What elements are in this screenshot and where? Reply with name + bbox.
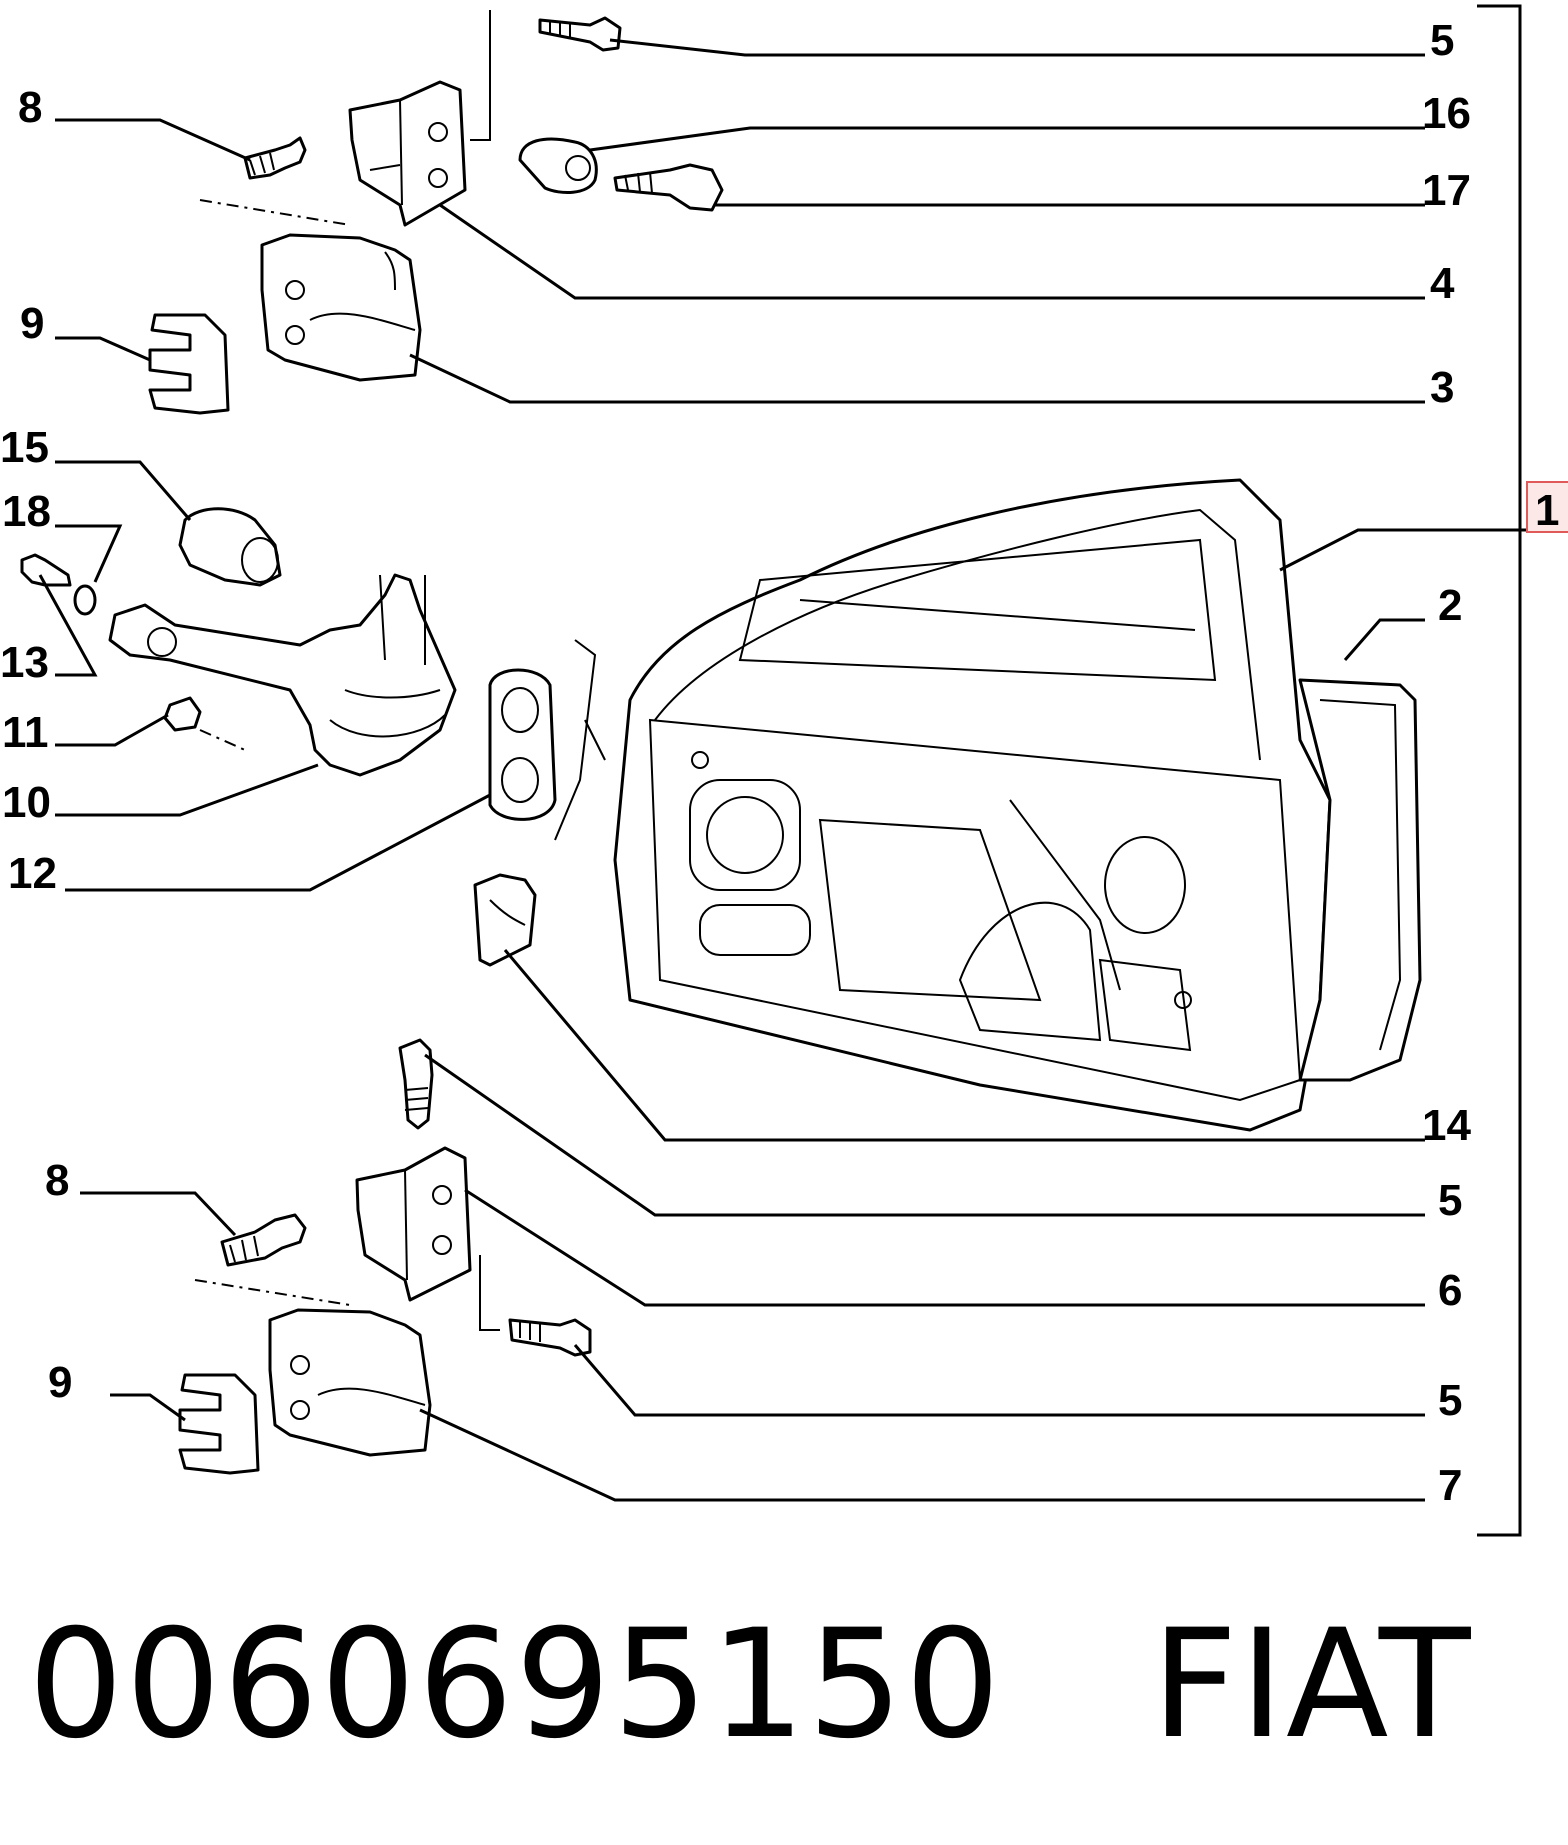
callout-8-low: 8 (45, 1156, 69, 1205)
assembly-bracket (1477, 4, 1522, 1537)
axis-line-nut (199, 729, 246, 751)
callout-3: 3 (1430, 363, 1454, 412)
callout-12: 12 (8, 849, 57, 898)
hinge-plate-lower (355, 1146, 472, 1302)
callout-5-top: 5 (1430, 16, 1454, 65)
shim-plate-upper (148, 313, 230, 415)
callout-9-top: 9 (20, 299, 44, 348)
guide-line-low (479, 1255, 500, 1331)
axis-line-lower (194, 1279, 351, 1306)
exploded-parts-diagram: 5 16 17 4 3 8 9 15 18 13 11 10 12 1 2 14… (0, 4, 1568, 1537)
callout-4: 4 (1430, 259, 1455, 308)
door-shell (613, 478, 1332, 1132)
rubber-plug (178, 507, 282, 587)
callout-14: 14 (1422, 1101, 1471, 1150)
screw-low (508, 1318, 592, 1357)
callout-1: 1 (1535, 486, 1559, 535)
rivet-nut (518, 137, 598, 194)
axis-line-upper (199, 199, 351, 226)
callout-10: 10 (2, 778, 51, 827)
grommet (488, 668, 557, 821)
leader-lines (38, 38, 1560, 1502)
washer (73, 584, 97, 616)
part-number-caption: 0060695150 FIAT (28, 1610, 1473, 1760)
callout-17: 17 (1422, 166, 1471, 215)
hinge-plate-upper (348, 80, 467, 227)
callout-6: 6 (1438, 1266, 1462, 1315)
door-clip (473, 873, 537, 967)
callout-15: 15 (0, 423, 49, 472)
callout-16: 16 (1422, 89, 1471, 138)
part-number: 0060695150 (28, 1598, 1003, 1772)
hinge-body-lower (268, 1308, 432, 1457)
callout-9-low: 9 (48, 1358, 72, 1407)
bolt-upper (243, 136, 307, 180)
callout-7: 7 (1438, 1461, 1462, 1510)
callout-5-low: 5 (1438, 1376, 1462, 1425)
bolt-lower (220, 1213, 307, 1267)
bracket-12 (554, 639, 597, 841)
callout-2: 2 (1438, 581, 1462, 630)
brand-name: FIAT (1151, 1598, 1473, 1772)
shim-plate-lower (178, 1373, 260, 1475)
bolt-vertical (398, 1038, 434, 1130)
callout-11: 11 (2, 708, 49, 757)
door-seal (1298, 678, 1422, 1082)
callout-13: 13 (0, 638, 49, 687)
bracket-12-arrow (584, 719, 606, 761)
callout-8-top: 8 (18, 83, 42, 132)
door-check-strap (108, 573, 457, 777)
callout-18: 18 (2, 487, 51, 536)
callout-5-mid: 5 (1438, 1176, 1462, 1225)
bolt-13 (20, 553, 72, 587)
hinge-body-upper (260, 233, 422, 382)
callout-1-highlight (1526, 481, 1568, 533)
screw-top (538, 16, 622, 52)
guide-line-top (470, 10, 491, 141)
screw-17 (613, 163, 724, 212)
hex-nut (163, 696, 202, 732)
